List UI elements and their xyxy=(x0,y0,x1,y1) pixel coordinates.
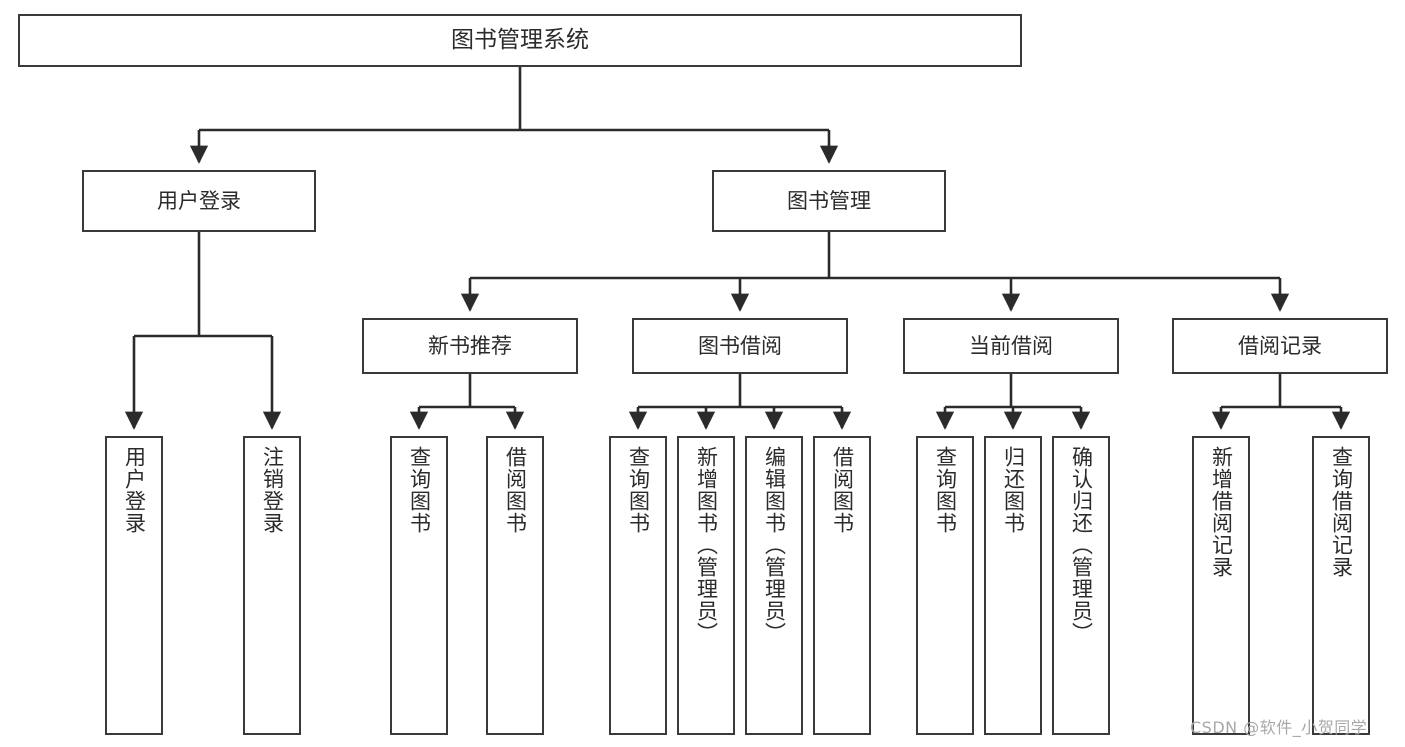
node-label: 归还图书 xyxy=(1001,446,1026,534)
node-leaf-query-book-3[interactable]: 查询图书 xyxy=(916,436,974,735)
node-leaf-user-login[interactable]: 用户登录 xyxy=(105,436,163,735)
node-label: 图书管理系统 xyxy=(451,26,589,53)
csdn-watermark: CSDN @软件_小贺同学 xyxy=(1190,718,1368,737)
node-root-system[interactable]: 图书管理系统 xyxy=(18,14,1022,67)
node-user-login[interactable]: 用户登录 xyxy=(82,170,316,232)
node-leaf-query-record[interactable]: 查询借阅记录 xyxy=(1312,436,1370,735)
node-current-borrow[interactable]: 当前借阅 xyxy=(903,318,1119,374)
node-book-borrow[interactable]: 图书借阅 xyxy=(632,318,848,374)
node-label: 注销登录 xyxy=(260,446,285,534)
node-label: 图书借阅 xyxy=(698,333,782,358)
node-label: 用户登录 xyxy=(122,446,147,534)
node-label: 用户登录 xyxy=(157,188,241,213)
node-label: 新增图书（管理员） xyxy=(694,446,719,644)
node-leaf-add-record[interactable]: 新增借阅记录 xyxy=(1192,436,1250,735)
node-label: 借阅记录 xyxy=(1238,333,1322,358)
node-new-book-rec[interactable]: 新书推荐 xyxy=(362,318,578,374)
node-leaf-logout[interactable]: 注销登录 xyxy=(243,436,301,735)
node-label: 查询借阅记录 xyxy=(1329,446,1354,578)
node-label: 查询图书 xyxy=(933,446,958,534)
node-leaf-add-book[interactable]: 新增图书（管理员） xyxy=(677,436,735,735)
node-label: 新书推荐 xyxy=(428,333,512,358)
node-borrow-record[interactable]: 借阅记录 xyxy=(1172,318,1388,374)
node-label: 借阅图书 xyxy=(830,446,855,534)
node-label: 编辑图书（管理员） xyxy=(762,446,787,644)
node-label: 新增借阅记录 xyxy=(1209,446,1234,578)
node-leaf-return-book[interactable]: 归还图书 xyxy=(984,436,1042,735)
node-label: 确认归还（管理员） xyxy=(1069,446,1094,644)
node-label: 当前借阅 xyxy=(969,333,1053,358)
node-book-manage[interactable]: 图书管理 xyxy=(712,170,946,232)
node-leaf-borrow-book-1[interactable]: 借阅图书 xyxy=(486,436,544,735)
node-label: 查询图书 xyxy=(626,446,651,534)
node-leaf-edit-book[interactable]: 编辑图书（管理员） xyxy=(745,436,803,735)
node-label: 借阅图书 xyxy=(503,446,528,534)
node-leaf-borrow-book-2[interactable]: 借阅图书 xyxy=(813,436,871,735)
node-leaf-query-book-2[interactable]: 查询图书 xyxy=(609,436,667,735)
node-label: 图书管理 xyxy=(787,188,871,213)
node-leaf-query-book-1[interactable]: 查询图书 xyxy=(390,436,448,735)
node-label: 查询图书 xyxy=(407,446,432,534)
node-leaf-confirm-return[interactable]: 确认归还（管理员） xyxy=(1052,436,1110,735)
